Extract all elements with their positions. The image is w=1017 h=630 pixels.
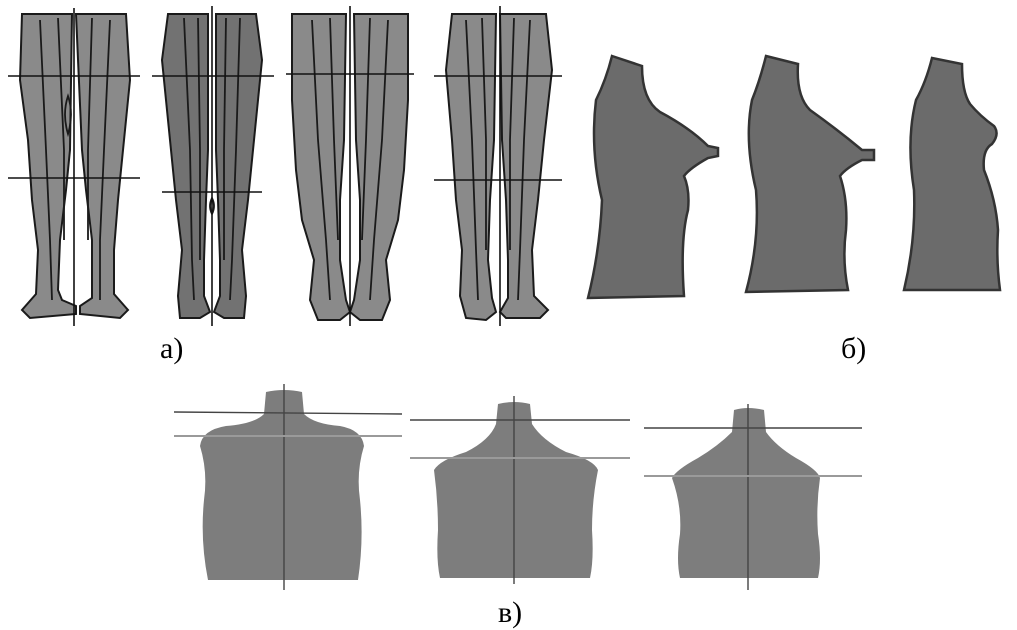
shoulder-figure-1 [174,384,402,590]
profile-figure-3 [904,58,1000,290]
legs-figure-4 [434,6,562,326]
shoulder-figure-3 [644,404,862,590]
profile-figure-2 [746,56,874,292]
legs-figure-1 [8,8,140,326]
shoulders-group-c [174,384,862,590]
caption-c: в) [498,598,522,628]
shoulder-figure-2 [410,396,630,584]
caption-a: а) [160,334,183,364]
legs-figure-3 [286,6,414,326]
legs-figure-2 [152,6,274,326]
legs-group-a [8,6,562,326]
profiles-group-b [588,56,1000,298]
caption-b: б) [841,334,866,364]
profile-figure-1 [588,56,718,298]
